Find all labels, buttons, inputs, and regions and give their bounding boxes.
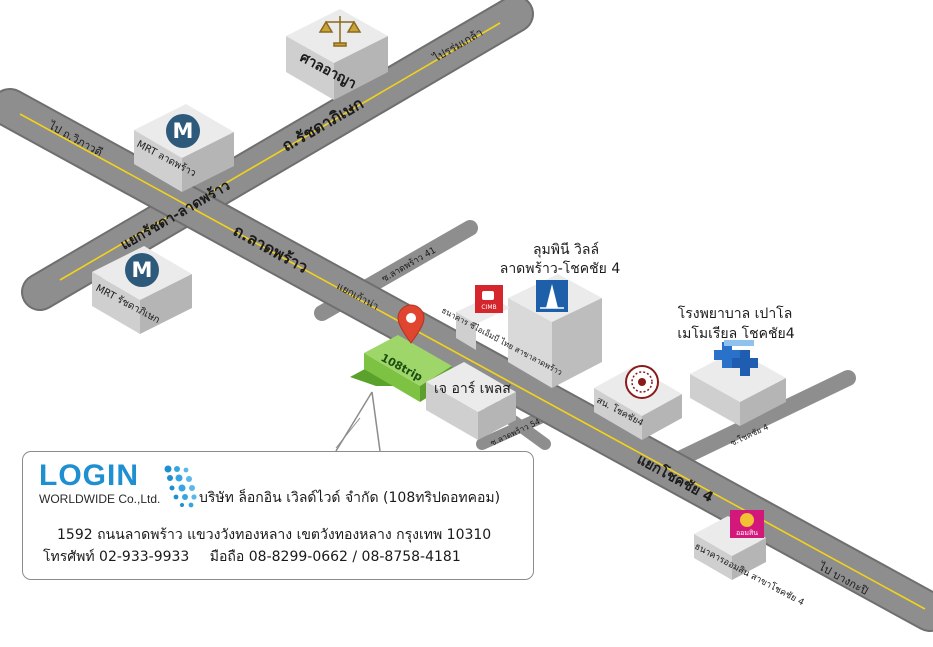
building-police: สน. โชคชัย4	[594, 365, 682, 440]
gsb-logo-icon: ออมสิน	[730, 510, 764, 538]
contact-phones: โทรศัพท์ 02-933-9933 มือถือ 08-8299-0662…	[43, 546, 477, 568]
building-mrt-lat-phrao: M MRT ลาดพร้าว	[134, 104, 234, 192]
lumpini-logo-icon	[536, 280, 568, 312]
company-info-card: LOGIN WORLDWIDE Co.,Ltd. บริษัท ล็อกอิน …	[22, 451, 534, 580]
location-pin-icon	[397, 304, 425, 344]
building-lumpini-ville: ลุมพินี วิลล์ ลาดพร้าว-โชคชัย 4	[500, 241, 621, 388]
company-name: บริษัท ล็อกอิน เวิลด์ไวด์ จำกัด (108ทริป…	[199, 490, 501, 506]
mobile-number: มือถือ 08-8299-0662 / 08-8758-4181	[209, 549, 461, 565]
hospital-cross-icon	[714, 340, 758, 376]
mrt-letter: M	[132, 258, 153, 282]
logo-dots-icon	[164, 465, 197, 508]
gsb-logo-text: ออมสิน	[736, 529, 758, 537]
road-ratchadaphisek	[21, 0, 534, 311]
mrt-icon: M	[166, 114, 200, 148]
logo-text: LOGIN	[39, 459, 139, 492]
building-mrt-ratchadaphisek: M MRT รัชดาภิเษก	[92, 246, 192, 334]
label-lumpini-line2: ลาดพร้าว-โชคชัย 4	[500, 260, 621, 277]
police-emblem-icon	[625, 365, 659, 399]
mrt-icon: M	[125, 253, 159, 287]
road-lat-phrao	[0, 88, 933, 632]
label-lumpini-line1: ลุมพินี วิลล์	[533, 241, 599, 258]
company-logo: LOGIN WORLDWIDE Co.,Ltd.	[37, 459, 197, 508]
label-hospital-line2: เมโมเรียล โชคชัย4	[677, 325, 794, 342]
mrt-letter: M	[173, 119, 194, 143]
callout-pointer	[335, 391, 381, 452]
scales-of-justice-icon	[318, 16, 362, 47]
building-court: ศาลอาญา	[286, 9, 388, 100]
cimb-logo-text: CIMB	[481, 304, 496, 311]
building-jr-place: เจ อาร์ เพลส	[426, 362, 516, 440]
company-address: 1592 ถนนลาดพร้าว แขวงวังทองหลาง เขตวังทอ…	[57, 527, 492, 543]
label-jr-place: เจ อาร์ เพลส	[434, 380, 511, 397]
building-hospital: โรงพยาบาล เปาโล เมโมเรียล โชคชัย4	[677, 305, 795, 426]
logo-subtext: WORLDWIDE Co.,Ltd.	[39, 492, 161, 506]
phone-number: โทรศัพท์ 02-933-9933	[43, 549, 190, 565]
label-hospital-line1: โรงพยาบาล เปาโล	[678, 305, 793, 322]
road-label-soi-41: ซ.ลาดพร้าว 41	[380, 245, 438, 285]
cimb-logo-icon: CIMB	[475, 285, 503, 313]
